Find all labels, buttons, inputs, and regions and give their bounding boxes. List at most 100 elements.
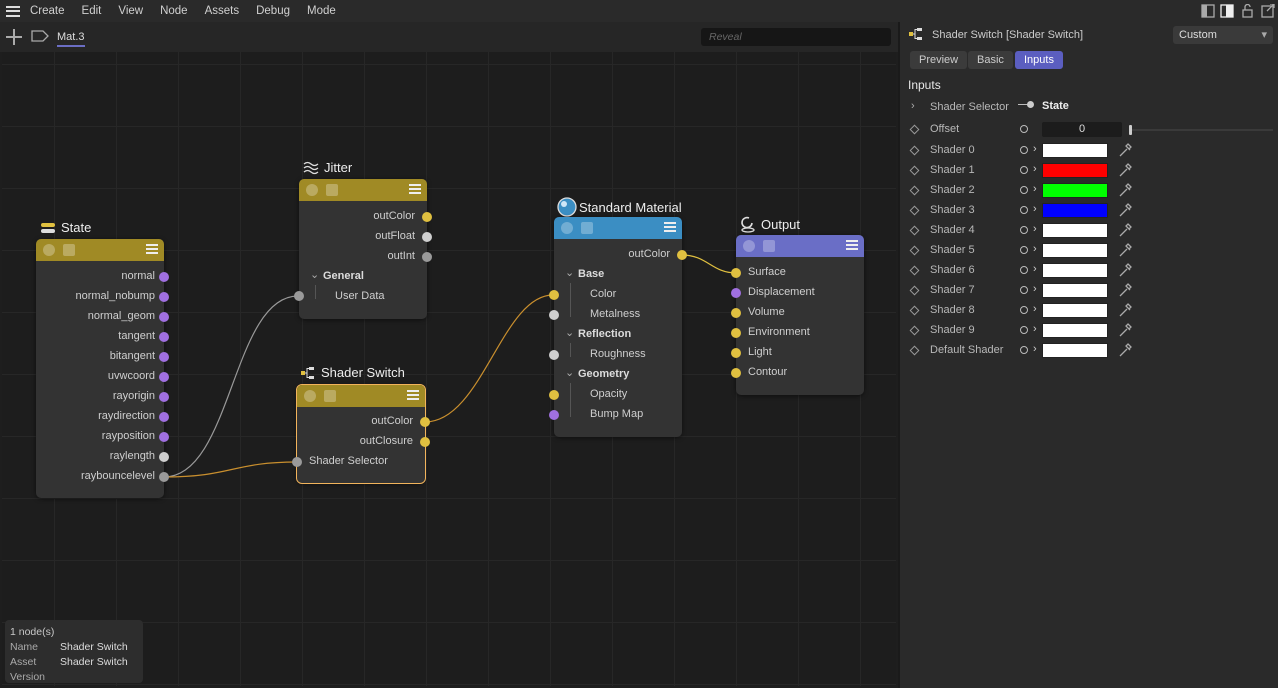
add-icon[interactable] [6,29,22,45]
tab-material[interactable]: Mat.3 [57,31,85,47]
port-dot[interactable] [731,368,741,378]
shader-row[interactable]: Shader 7› [908,282,1273,300]
chevron-right-icon[interactable]: › [1033,283,1037,295]
port-dot[interactable] [422,212,432,222]
tab-preview[interactable]: Preview [910,51,968,69]
color-swatch[interactable] [1042,223,1108,238]
port-dot[interactable] [549,350,559,360]
port-dot[interactable] [420,437,430,447]
keyframe-diamond-icon[interactable] [909,345,920,356]
hamburger-menu-icon[interactable] [6,5,20,17]
port-dot[interactable] [159,372,169,382]
keyframe-diamond-icon[interactable] [909,225,920,236]
keyframe-diamond-icon[interactable] [909,305,920,316]
tab-inputs[interactable]: Inputs [1015,51,1063,69]
offset-row[interactable]: Offset 0 [908,121,1273,139]
port-circle-icon[interactable] [1020,326,1028,334]
menu-node[interactable]: Node [160,5,188,17]
standard-material-node[interactable] [554,217,682,437]
port-dot[interactable] [731,328,741,338]
chevron-right-icon[interactable]: › [1033,303,1037,315]
color-swatch[interactable] [1042,243,1108,258]
keyframe-diamond-icon[interactable] [909,165,920,176]
eyedropper-icon[interactable] [1118,322,1132,338]
port-dot[interactable] [420,417,430,427]
port-circle-icon[interactable] [1020,266,1028,274]
chevron-right-icon[interactable]: › [1033,343,1037,355]
shader-row[interactable]: Shader 9› [908,322,1273,340]
chevron-right-icon[interactable]: › [1033,223,1037,235]
port-dot[interactable] [159,312,169,322]
keyframe-diamond-icon[interactable] [909,205,920,216]
keyframe-diamond-icon[interactable] [909,245,920,256]
panel-separator[interactable] [898,22,900,688]
node-menu-icon[interactable] [146,244,158,256]
port-dot[interactable] [677,250,687,260]
state-node[interactable] [36,239,164,498]
color-swatch[interactable] [1042,163,1108,178]
menu-view[interactable]: View [118,5,144,17]
port-dot[interactable] [731,348,741,358]
port-dot[interactable] [294,291,304,301]
port-dot[interactable] [159,412,169,422]
offset-slider[interactable] [1129,125,1273,135]
eyedropper-icon[interactable] [1118,162,1132,178]
port-dot[interactable] [549,390,559,400]
shader-row[interactable]: Shader 5› [908,242,1273,260]
eyedropper-icon[interactable] [1118,142,1132,158]
keyframe-diamond-icon[interactable] [909,185,920,196]
port-dot[interactable] [159,392,169,402]
port-dot[interactable] [159,432,169,442]
eyedropper-icon[interactable] [1118,222,1132,238]
expand-chevron-icon[interactable]: ⌄ [565,327,575,339]
keyframe-diamond-icon[interactable] [909,325,920,336]
chevron-right-icon[interactable]: › [1033,323,1037,335]
port-dot[interactable] [549,410,559,420]
node-menu-icon[interactable] [664,222,676,234]
port-dot[interactable] [549,310,559,320]
port-dot[interactable] [159,472,169,482]
color-swatch[interactable] [1042,323,1108,338]
port-circle-icon[interactable] [1020,206,1028,214]
expand-chevron-icon[interactable]: ⌄ [565,267,575,279]
port-dot[interactable] [422,252,432,262]
port-dot[interactable] [159,272,169,282]
shader-switch-node[interactable] [296,384,426,484]
chevron-right-icon[interactable]: › [1033,243,1037,255]
port-circle-icon[interactable] [1020,226,1028,234]
shader-row[interactable]: Shader 2› [908,182,1273,200]
eyedropper-icon[interactable] [1118,202,1132,218]
eyedropper-icon[interactable] [1118,242,1132,258]
port-circle-icon[interactable] [1020,186,1028,194]
port-circle-icon[interactable] [1020,146,1028,154]
port-circle-icon[interactable] [1020,246,1028,254]
color-swatch[interactable] [1042,343,1108,358]
port-dot[interactable] [731,268,741,278]
shader-row[interactable]: Shader 4› [908,222,1273,240]
shader-row[interactable]: Shader 3› [908,202,1273,220]
menu-assets[interactable]: Assets [204,5,240,17]
color-swatch[interactable] [1042,263,1108,278]
jitter-node[interactable] [299,179,427,319]
menu-edit[interactable]: Edit [81,5,102,17]
port-dot[interactable] [159,332,169,342]
expand-chevron-icon[interactable]: ⌄ [565,367,575,379]
eyedropper-icon[interactable] [1118,282,1132,298]
port-dot[interactable] [159,452,169,462]
shader-row[interactable]: Default Shader› [908,342,1273,360]
port-dot[interactable] [159,352,169,362]
port-dot[interactable] [731,308,741,318]
color-swatch[interactable] [1042,203,1108,218]
keyframe-diamond-icon[interactable] [909,265,920,276]
eyedropper-icon[interactable] [1118,262,1132,278]
shader-row[interactable]: Shader 1› [908,162,1273,180]
shader-selector-row[interactable]: › Shader Selector State [908,99,1273,117]
menu-mode[interactable]: Mode [306,5,336,17]
chevron-right-icon[interactable]: › [1033,163,1037,175]
shader-row[interactable]: Shader 0› [908,142,1273,160]
chevron-right-icon[interactable]: › [911,100,915,112]
expand-chevron-icon[interactable]: ⌄ [310,269,320,281]
port-dot[interactable] [731,288,741,298]
eyedropper-icon[interactable] [1118,182,1132,198]
port-circle-icon[interactable] [1020,166,1028,174]
